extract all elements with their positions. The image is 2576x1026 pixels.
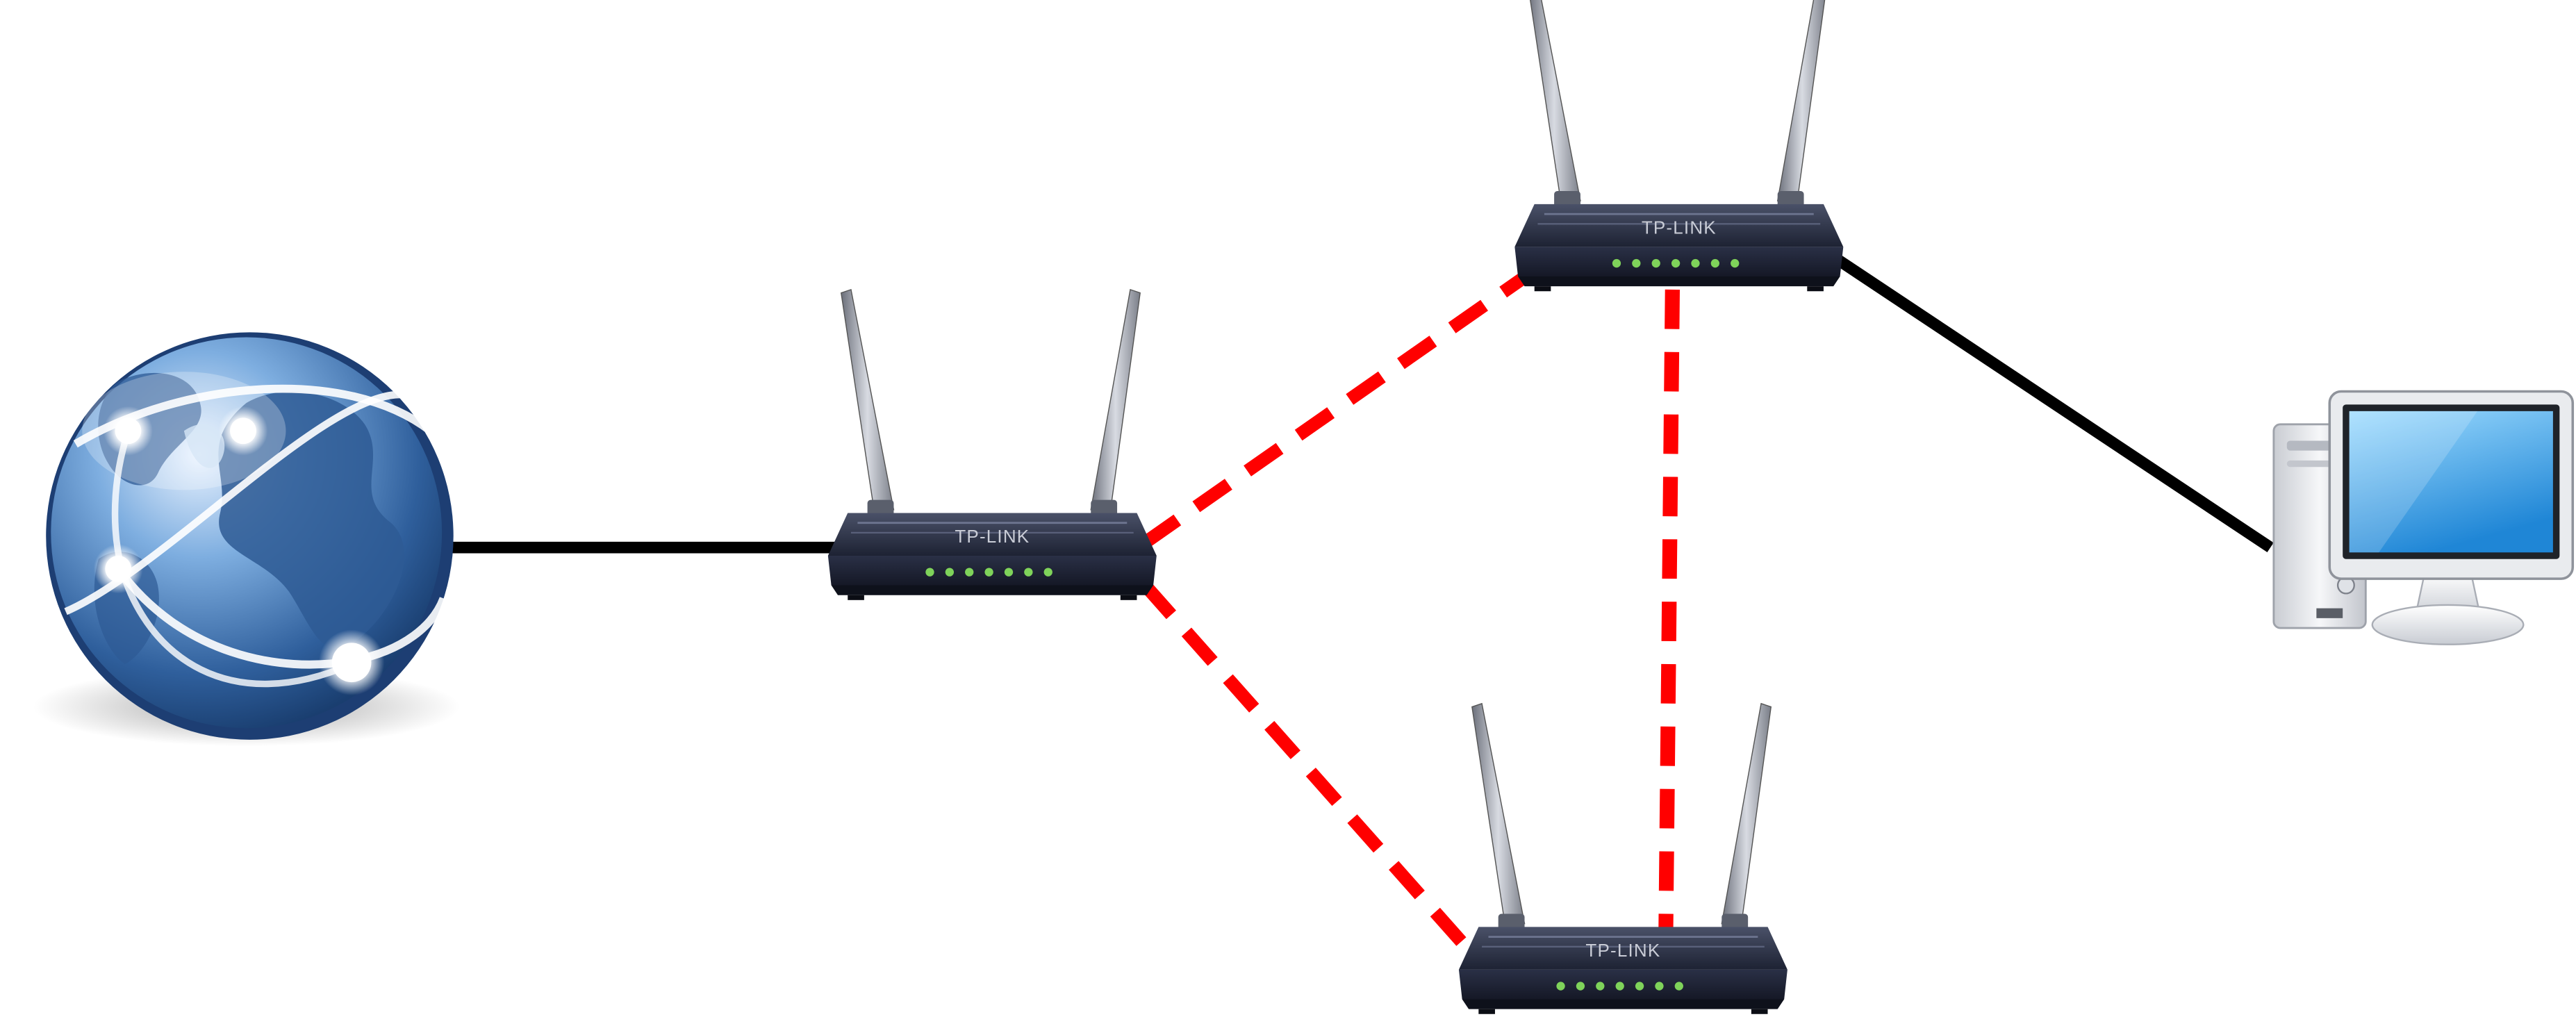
router-status-leds	[1556, 982, 1683, 991]
router-brand-label: TP-LINK	[1642, 217, 1717, 238]
router-brand-label: TP-LINK	[1585, 940, 1660, 961]
router-main-icon: TP-LINK	[827, 288, 1158, 602]
wired-link-router-computer	[1830, 251, 2274, 553]
links	[440, 251, 2274, 954]
router-status-leds	[925, 568, 1052, 577]
router-bottom-icon: TP-LINK	[1458, 702, 1789, 1016]
router-top-icon: TP-LINK	[1513, 0, 1844, 292]
wireless-link-top-bottom	[1658, 289, 1681, 931]
wireless-link-main-bottom	[1140, 581, 1474, 954]
router-brand-label: TP-LINK	[955, 526, 1030, 547]
globe-icon	[33, 332, 461, 747]
wireless-link-main-top	[1141, 269, 1532, 548]
desktop-computer-icon	[2272, 390, 2575, 645]
router-status-leds	[1612, 258, 1740, 268]
